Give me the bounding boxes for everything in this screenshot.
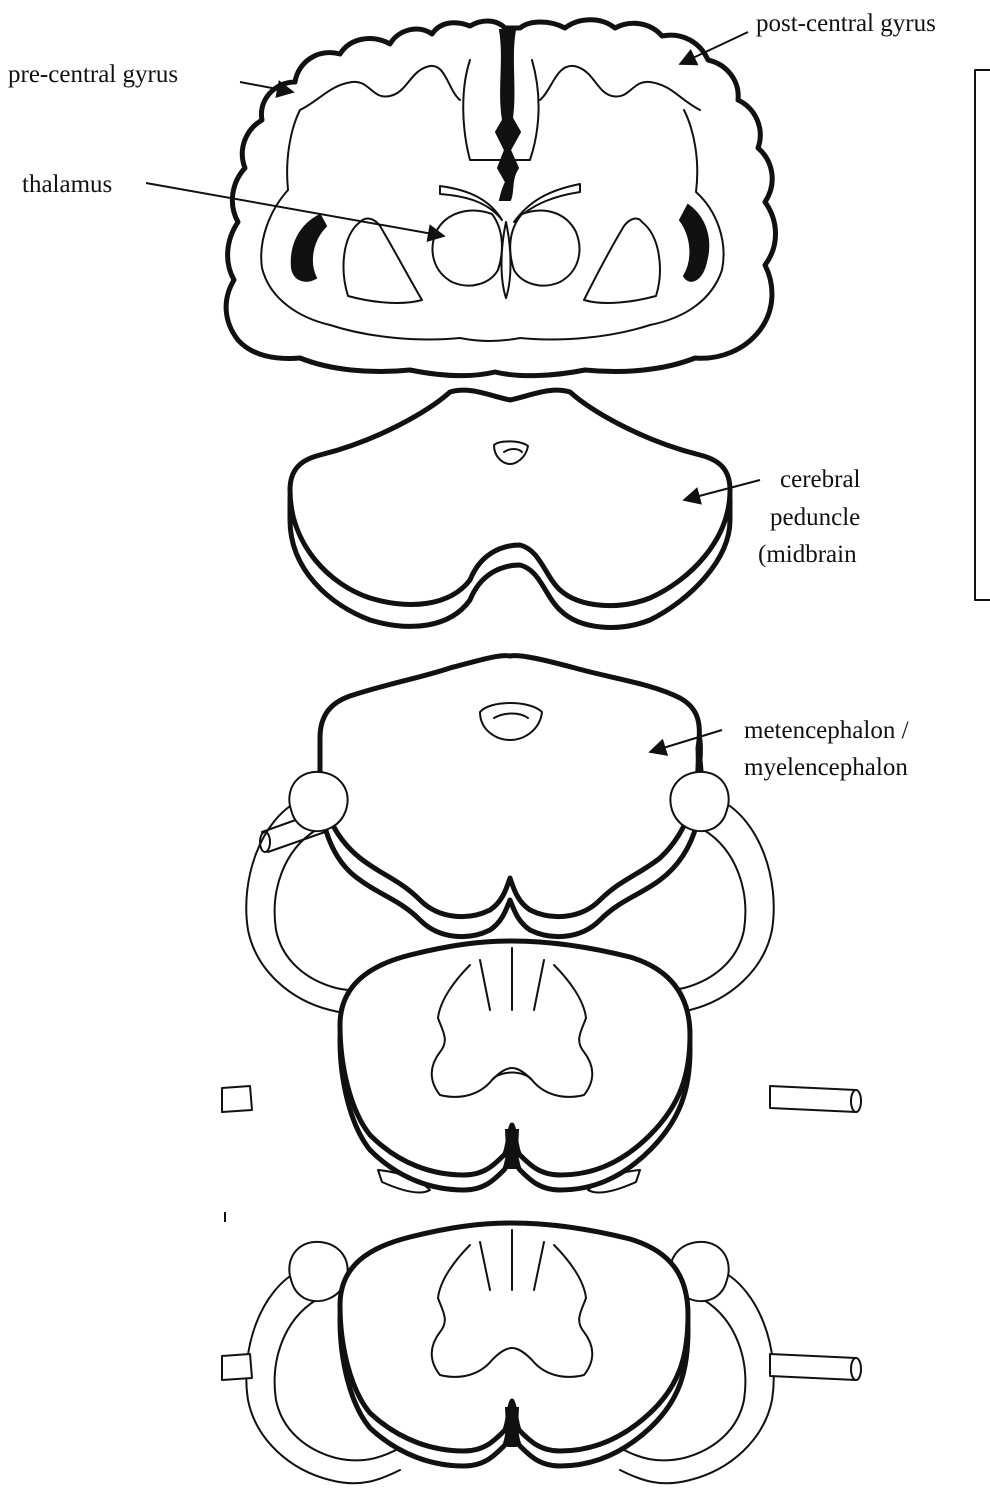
right-thalamus [510, 211, 579, 286]
coronal-brain-section [226, 20, 775, 376]
label-thalamus: thalamus [22, 171, 112, 198]
label-metencephalon-line2: myelencephalon [744, 754, 908, 781]
spinal-nerve-left-trunk-2 [222, 1354, 252, 1380]
dorsal-root-ganglion-left [289, 772, 347, 831]
spinal-nerve-right-trunk [770, 1086, 856, 1112]
label-post-central-gyrus: post-central gyrus [756, 10, 936, 37]
answer-box-border [975, 70, 990, 600]
answer-box [975, 70, 990, 600]
label-cerebral-line2: peduncle [770, 504, 860, 531]
ventral-fissure [506, 1130, 518, 1168]
label-cerebral-line3: (midbrain [758, 541, 857, 568]
midbrain-section [290, 390, 730, 627]
midbrain-outline [290, 390, 730, 605]
nerve-end-right-2 [851, 1358, 861, 1380]
label-metencephalon-line1: metencephalon / [744, 717, 909, 744]
nerve-end-right [851, 1090, 861, 1112]
dorsal-root-ganglion-right [670, 772, 728, 831]
left-thalamus [433, 211, 502, 286]
spinal-nerve-left-trunk [222, 1086, 252, 1112]
label-cerebral-line1: cerebral [780, 466, 861, 493]
spinal-nerve-right-trunk-2 [770, 1354, 856, 1380]
ventral-fissure-2 [506, 1408, 518, 1446]
label-pre-central-gyrus: pre-central gyrus [8, 61, 178, 88]
spinal-cord-section-lower [222, 1223, 861, 1483]
